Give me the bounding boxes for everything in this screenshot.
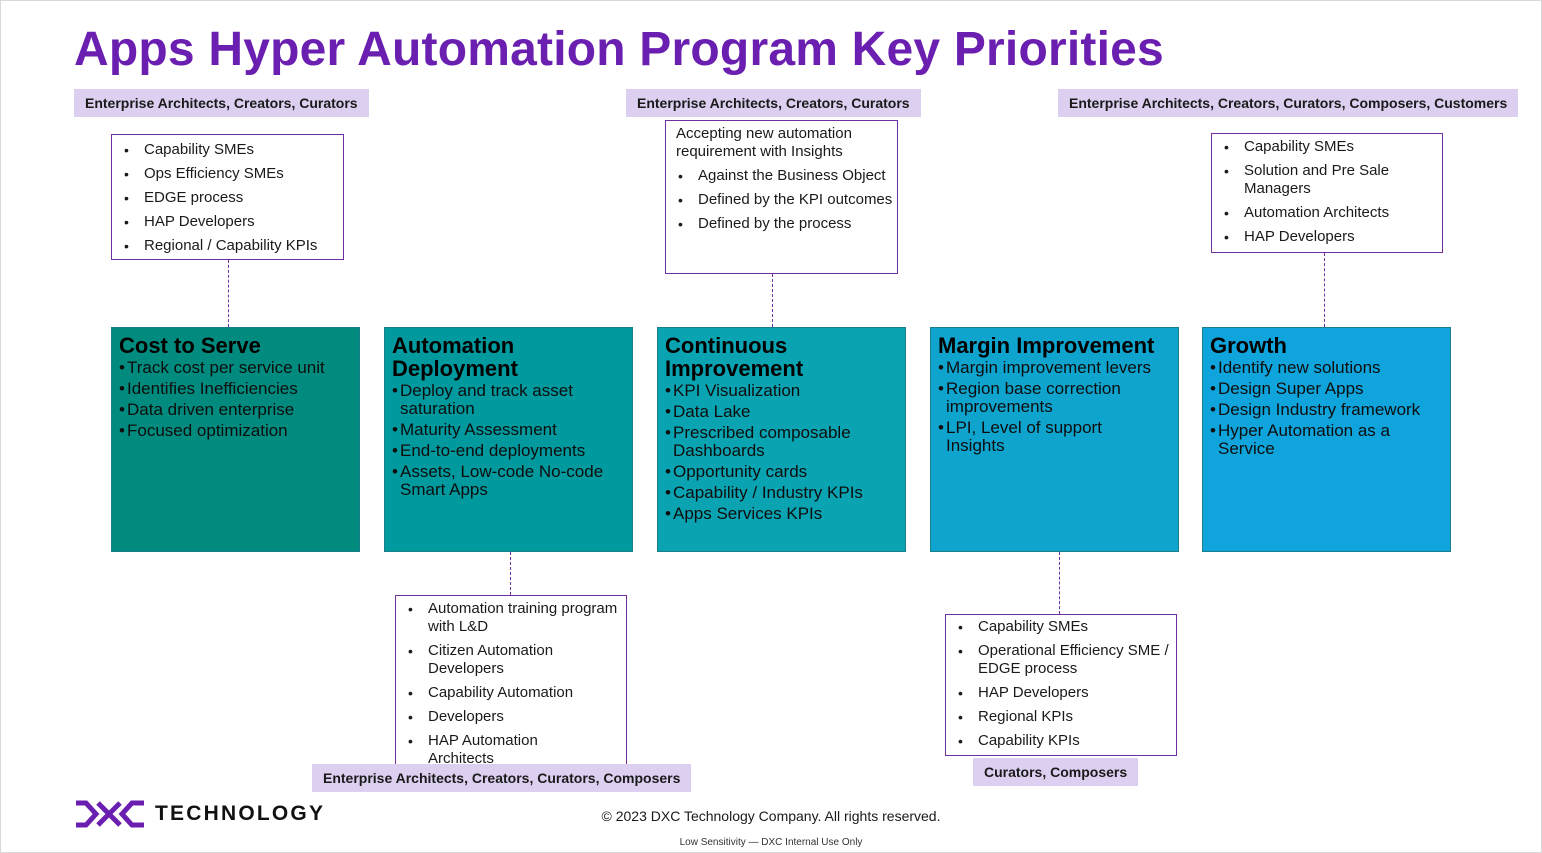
list-item: Capability SMEs <box>112 141 343 159</box>
logo-text: TECHNOLOGY <box>155 802 326 825</box>
connector-line <box>510 552 511 595</box>
list-item: Capability Automation <box>396 684 626 702</box>
list-item: Capability KPIs <box>946 732 1176 750</box>
list-item: Capability SMEs <box>1212 138 1442 156</box>
list-item: Defined by the process <box>666 215 897 233</box>
card-item: KPI Visualization <box>665 382 898 401</box>
card-item: Identifies Inefficiencies <box>119 380 352 399</box>
connector-line <box>1324 253 1325 327</box>
copyright-text: © 2023 DXC Technology Company. All right… <box>601 808 941 824</box>
card-item: Design Industry framework <box>1210 401 1443 420</box>
list-item: Automation Architects <box>1212 204 1442 222</box>
tag-top-right: Enterprise Architects, Creators, Curator… <box>1058 89 1519 117</box>
list-item: Operational Efficiency SME / EDGE proces… <box>946 642 1176 678</box>
list-item: Developers <box>396 708 626 726</box>
card-item: Opportunity cards <box>665 463 898 482</box>
tag-bottom-left: Enterprise Architects, Creators, Curator… <box>312 764 692 792</box>
tag-top-left: Enterprise Architects, Creators, Curator… <box>74 89 369 117</box>
card-cost-to-serve: Cost to Serve Track cost per service uni… <box>111 327 360 552</box>
list-item: Defined by the KPI outcomes <box>666 191 897 209</box>
list-item: Capability SMEs <box>946 618 1176 636</box>
connector-line <box>228 260 229 327</box>
list-item: Citizen Automation Developers <box>396 642 626 678</box>
card-item: Hyper Automation as a Service <box>1210 422 1418 458</box>
sensitivity-label: Low Sensitivity — DXC Internal Use Only <box>679 837 863 848</box>
list-item: Automation training program with L&D <box>396 600 626 636</box>
box-top-center: Accepting new automation requirement wit… <box>665 120 898 274</box>
card-item: End-to-end deployments <box>392 442 625 461</box>
list-item: HAP Developers <box>112 213 343 231</box>
box-lead-text: Accepting new automation requirement wit… <box>676 125 852 160</box>
card-item: Identify new solutions <box>1210 359 1443 378</box>
connector-line <box>772 274 773 327</box>
card-title: Growth <box>1210 333 1287 358</box>
list-item: Solution and Pre Sale Managers <box>1212 162 1442 198</box>
box-top-left: Capability SMEs Ops Efficiency SMEs EDGE… <box>111 134 344 260</box>
list-item: Regional KPIs <box>946 708 1176 726</box>
card-item: LPI, Level of support Insights <box>938 419 1116 455</box>
card-item: Focused optimization <box>119 422 352 441</box>
card-item: Assets, Low-code No-code Smart Apps <box>392 463 625 499</box>
card-title: Margin Improvement <box>938 333 1155 358</box>
list-item: HAP Developers <box>1212 228 1442 246</box>
card-continuous-improvement: Continuous Improvement KPI Visualization… <box>657 327 906 552</box>
card-item: Maturity Assessment <box>392 421 625 440</box>
card-item: Apps Services KPIs <box>665 505 898 524</box>
card-margin-improvement: Margin Improvement Margin improvement le… <box>930 327 1179 552</box>
list-item: Against the Business Object <box>666 167 897 185</box>
list-item: Regional / Capability KPIs <box>112 237 343 255</box>
box-bottom-right: Capability SMEs Operational Efficiency S… <box>945 614 1177 756</box>
list-item: Ops Efficiency SMEs <box>112 165 343 183</box>
card-title: Continuous Improvement <box>665 333 804 381</box>
card-item: Region base correction improvements <box>938 380 1171 416</box>
list-item: EDGE process <box>112 189 343 207</box>
card-item: Prescribed composable Dashboards <box>665 424 898 460</box>
card-title: Automation Deployment <box>392 333 518 381</box>
box-bottom-left: Automation training program with L&D Cit… <box>395 595 627 767</box>
tag-bottom-right: Curators, Composers <box>973 758 1139 786</box>
list-item: HAP Automation Architects <box>396 732 558 768</box>
card-item: Data Lake <box>665 403 898 422</box>
card-automation-deployment: Automation Deployment Deploy and track a… <box>384 327 633 552</box>
card-item: Deploy and track asset saturation <box>392 382 625 418</box>
tag-top-center: Enterprise Architects, Creators, Curator… <box>626 89 921 117</box>
card-title: Cost to Serve <box>119 333 261 358</box>
card-item: Design Super Apps <box>1210 380 1443 399</box>
page-title: Apps Hyper Automation Program Key Priori… <box>74 23 1164 76</box>
card-item: Capability / Industry KPIs <box>665 484 898 503</box>
dxc-logo-icon <box>76 800 144 828</box>
company-logo: TECHNOLOGY <box>74 800 325 828</box>
card-item: Margin improvement levers <box>938 359 1171 378</box>
card-growth: Growth Identify new solutions Design Sup… <box>1202 327 1451 552</box>
list-item: HAP Developers <box>946 684 1176 702</box>
card-item: Track cost per service unit <box>119 359 352 378</box>
box-top-right: Capability SMEs Solution and Pre Sale Ma… <box>1211 133 1443 253</box>
card-item: Data driven enterprise <box>119 401 352 420</box>
connector-line <box>1059 552 1060 614</box>
